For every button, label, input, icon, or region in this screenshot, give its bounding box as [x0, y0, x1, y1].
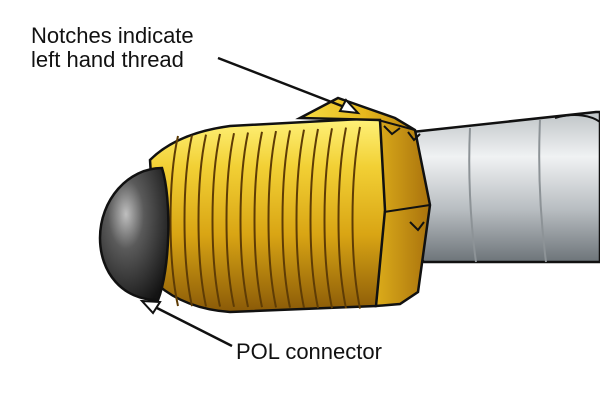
arrow-icon	[139, 299, 233, 348]
notches-annotation-line1: Notches indicate	[31, 23, 194, 48]
thread-line	[351, 126, 361, 309]
thread-line	[267, 130, 277, 308]
thread-line	[323, 128, 333, 309]
thread-line	[225, 132, 235, 308]
thread-line	[253, 131, 263, 308]
notches-annotation: Notches indicate left hand thread	[31, 24, 194, 72]
thread-line	[239, 132, 249, 308]
hex-nut	[295, 96, 432, 308]
rubber-tip	[98, 166, 170, 302]
thread-line	[197, 134, 207, 307]
threaded-body	[148, 116, 402, 314]
thread-line	[211, 133, 221, 307]
thread-line	[281, 130, 291, 308]
thread-line	[309, 128, 319, 309]
notches-annotation-line2: left hand thread	[31, 47, 184, 72]
thread-line	[169, 135, 179, 307]
thread-line	[183, 135, 193, 307]
thread-line	[295, 129, 305, 309]
thread-line	[337, 127, 347, 309]
arrow-icon	[217, 56, 361, 115]
hose	[410, 110, 600, 264]
pol-connector-annotation: POL connector	[236, 339, 382, 364]
notch	[383, 125, 425, 232]
